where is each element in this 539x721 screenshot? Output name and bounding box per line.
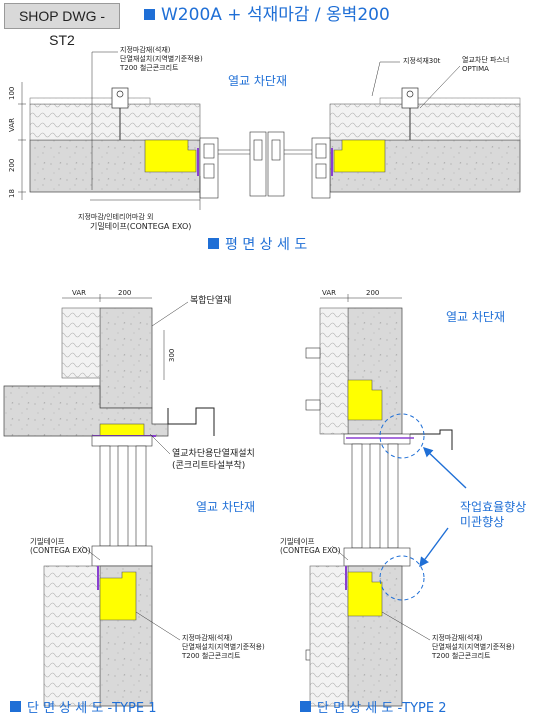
- section-type2: [305, 294, 467, 707]
- s1-caption: 단 면 상 세 도 -TYPE 1: [10, 700, 157, 718]
- plan-fastener-left: [111, 87, 129, 140]
- page-title-text: W200A + 석재마감 / 옹벽200: [161, 5, 390, 25]
- s2-window-frame: [343, 433, 411, 567]
- s1-lower-insulation: [43, 565, 101, 707]
- s2-tape-label: 기밀테이프 (CONTEGA EXO): [280, 537, 341, 555]
- s2-thermal-break-bottom: [347, 571, 383, 617]
- s1-notes: 지정마감재(석재) 단열재설치(지역별기준적용) T200 철근콘크리트: [182, 634, 265, 660]
- s2-thermal-break-top: [347, 379, 383, 421]
- page-title: W200A + 석재마감 / 옹벽200: [144, 4, 390, 26]
- s2-dim-var: VAR: [322, 289, 336, 297]
- s2-upper-insulation: [319, 307, 349, 435]
- s2-caption: 단 면 상 세 도 -TYPE 2: [300, 700, 447, 718]
- plan-note-stone: 지정석재30t: [403, 57, 441, 65]
- s1-window-frame: [91, 435, 153, 567]
- s2-callout: 작업효율향상 미관향상: [460, 500, 527, 529]
- s1-thermal-break-bottom: [99, 571, 137, 621]
- plan-caption-square-icon: [208, 238, 219, 249]
- s1-dim-200: 200: [118, 289, 132, 297]
- s2-lower-insulation: [309, 565, 349, 707]
- plan-thermal-break-right: [333, 139, 386, 173]
- s2-dim-200: 200: [366, 289, 380, 297]
- shop-dwg-badge: SHOP DWG - ST2: [4, 3, 120, 48]
- plan-dim-200: 200: [8, 158, 16, 172]
- plan-notes-left: 지정마감재(석재) 단열재설치(지역별기준적용) T200 철근콘크리트: [120, 46, 203, 72]
- plan-dim-100: 100: [8, 86, 16, 100]
- s2-caption-square-icon: [300, 701, 311, 712]
- s1-upper-concrete: [99, 307, 153, 409]
- plan-window-frame: [199, 131, 331, 199]
- plan-dim-var: VAR: [8, 118, 16, 132]
- s1-caption-square-icon: [10, 701, 21, 712]
- s1-label-install: 열교차단용단열재설치 (콘크리트타설부착): [172, 449, 255, 471]
- s1-thermal-break-top: [99, 423, 145, 437]
- plan-right-insulation: [329, 103, 521, 141]
- plan-right-stone: [379, 97, 521, 105]
- plan-note-fastener: 열교차단 파스너 OPTIMA: [462, 56, 510, 73]
- plan-left-stone: [29, 97, 151, 105]
- plan-left-insulation: [29, 103, 201, 141]
- s1-dim-300: 300: [168, 348, 176, 362]
- section-type1: [3, 294, 215, 707]
- s2-thermal-break-label: 열교 차단재: [446, 310, 506, 324]
- plan-dim-18: 18: [8, 189, 16, 198]
- plan-thermal-break-left: [144, 139, 197, 173]
- s1-upper-insulation: [61, 307, 101, 379]
- s1-label-composite: 복합단열재: [190, 296, 232, 306]
- plan-thermal-break-label: 열교 차단재: [228, 74, 288, 88]
- s2-highlight-circle-bottom: [379, 555, 425, 601]
- plan-fastener-right: [401, 87, 419, 140]
- s2-notes: 지정마감재(석재) 단열재설치(지역별기준적용) T200 철근콘크리트: [432, 634, 515, 660]
- title-square-icon: [144, 9, 155, 20]
- plan-detail: [18, 51, 521, 210]
- s1-tape-label: 기밀테이프 (CONTEGA EXO): [30, 537, 91, 555]
- s2-highlight-circle-top: [379, 413, 425, 459]
- s1-thermal-break-label: 열교 차단재: [196, 500, 256, 514]
- plan-note-bottom: 지정마감/인테리어마감 외 기밀테이프(CONTEGA EXO): [78, 213, 192, 231]
- s1-slab: [3, 385, 169, 437]
- s1-dim-var: VAR: [72, 289, 86, 297]
- plan-caption: 평 면 상 세 도: [208, 236, 307, 254]
